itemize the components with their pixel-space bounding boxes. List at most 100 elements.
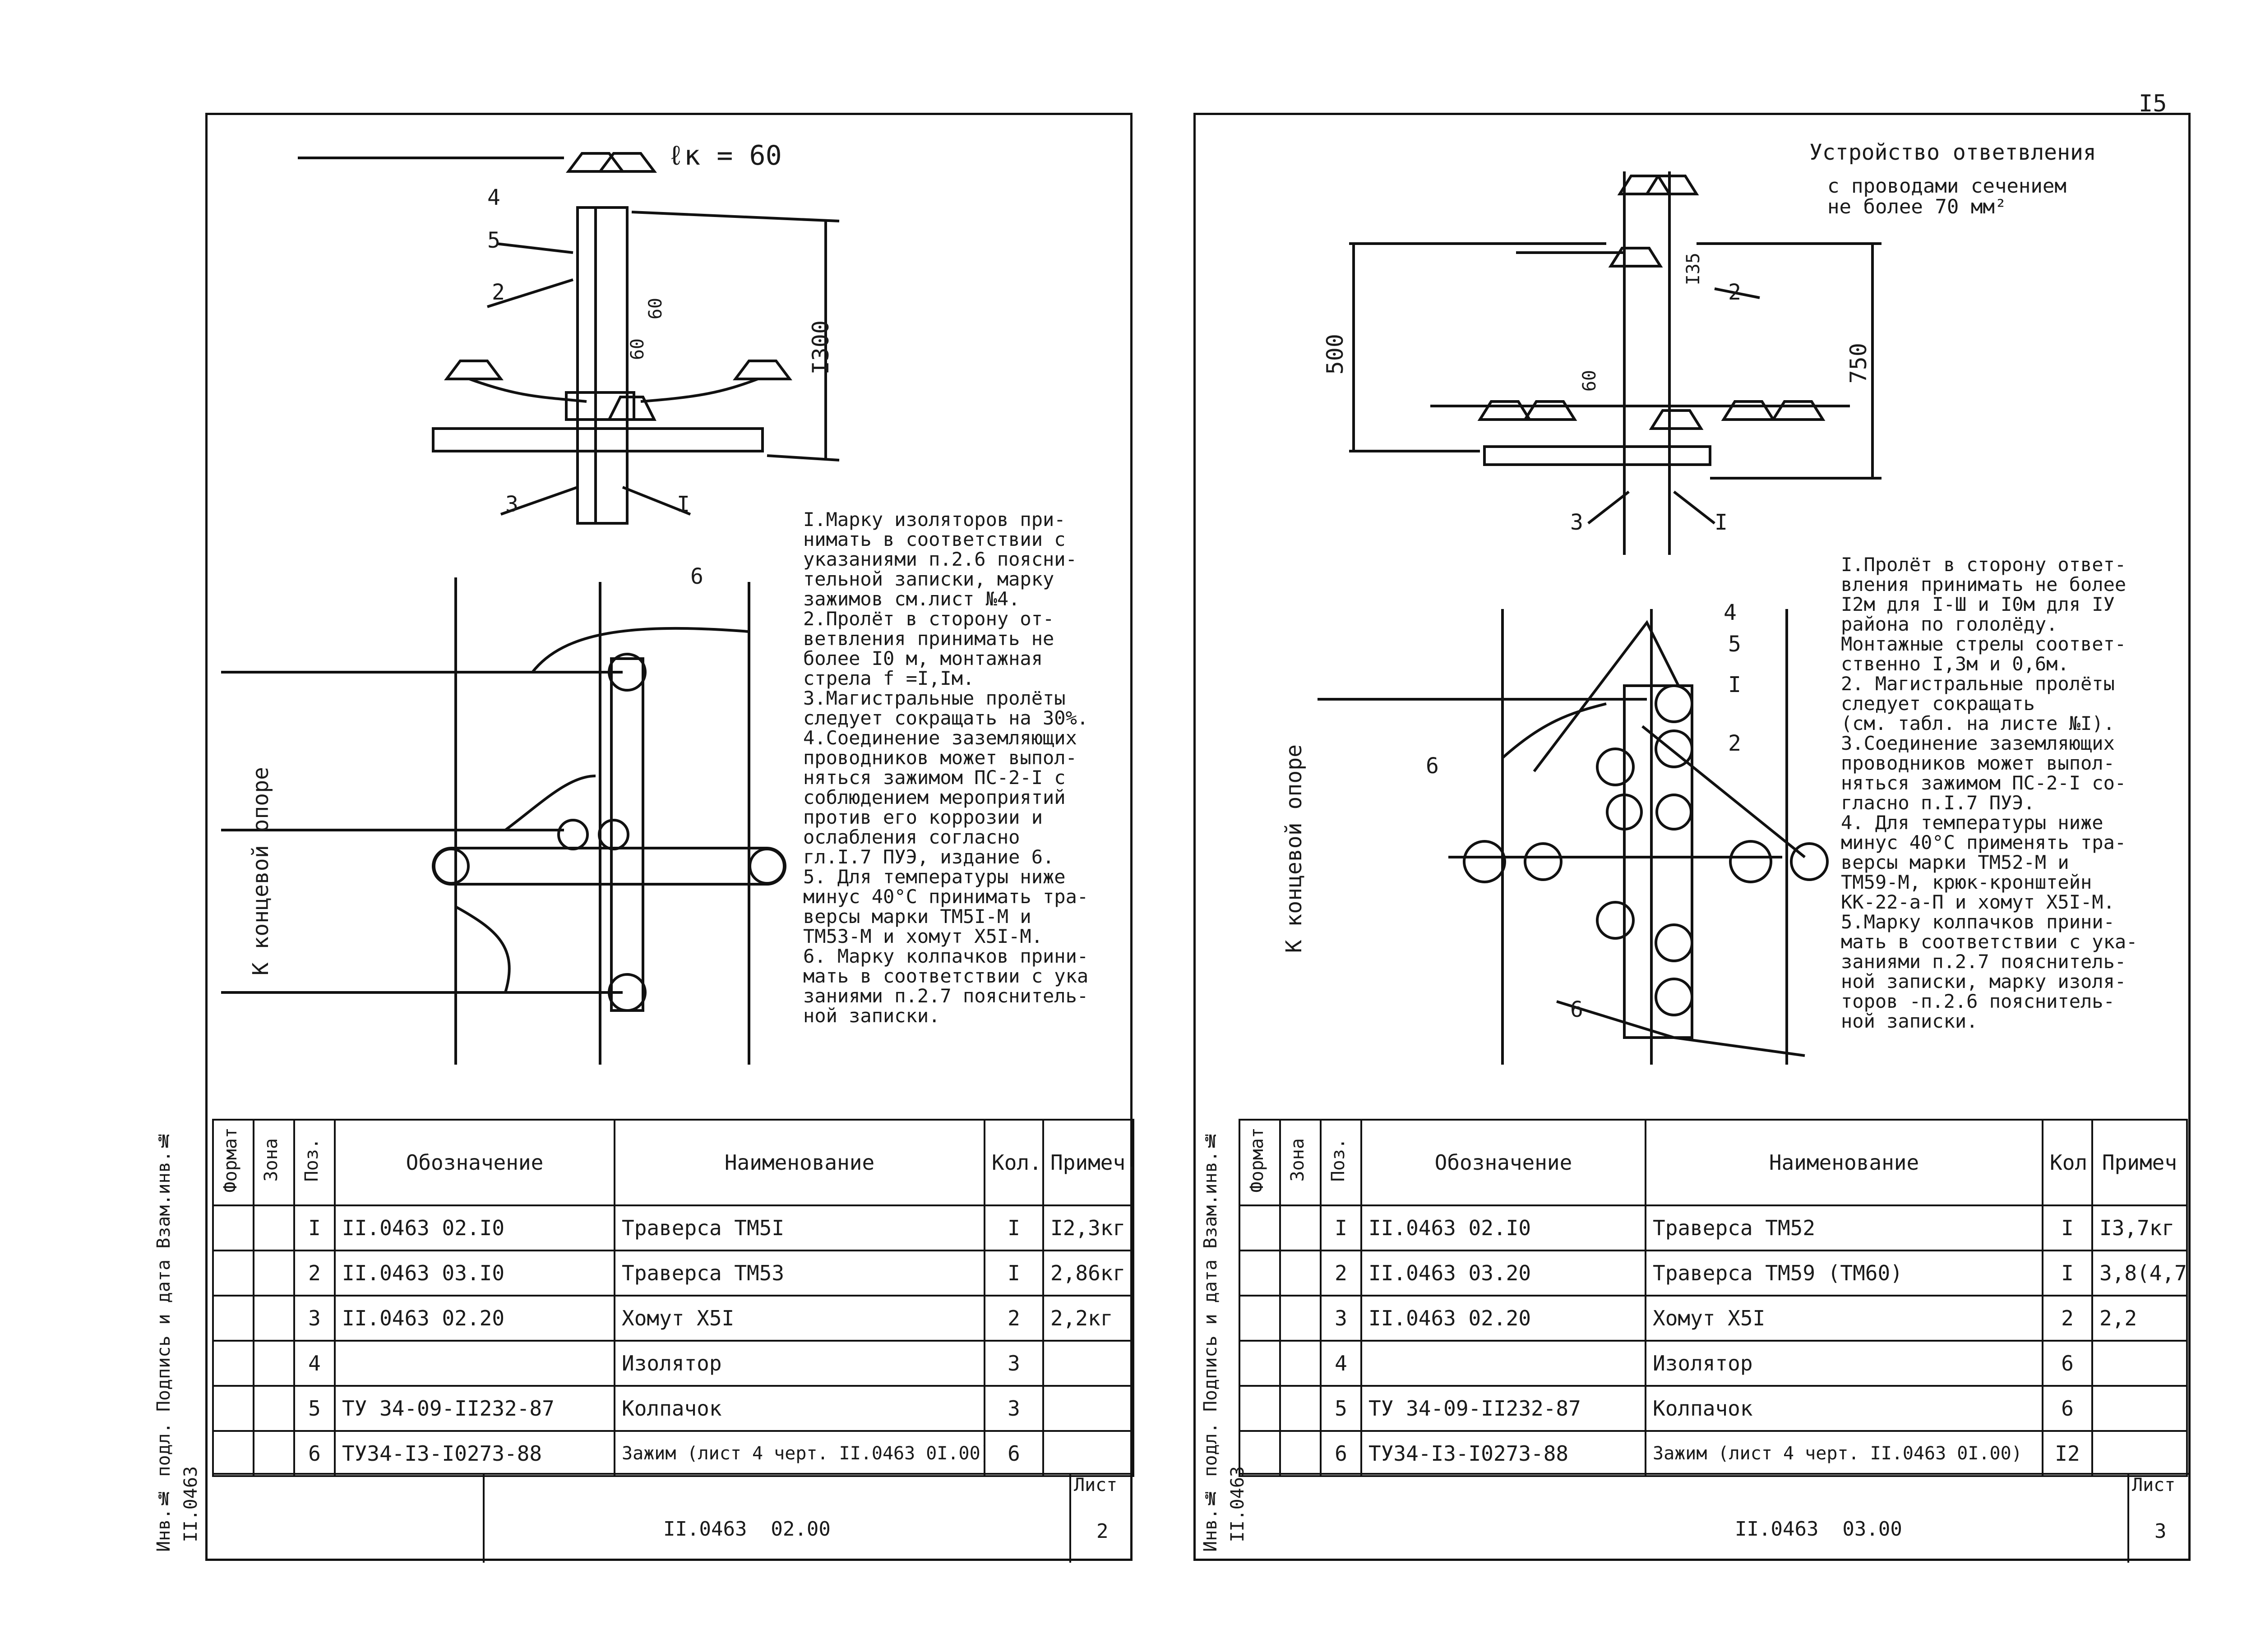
- table-header-row: Формат Зона Поз. Обозначение Наименовани…: [1239, 1119, 2188, 1206]
- right-callout-1a: I: [1715, 510, 1728, 535]
- left-sheet-frame: [205, 113, 1133, 1561]
- header-note: Примеч: [2091, 1119, 2188, 1206]
- left-callout-4: 4: [487, 185, 500, 210]
- cell-name: Зажим (лист 4 черт. II.0463 0I.00): [1645, 1430, 2043, 1477]
- cell-note: I3,7кг: [2091, 1204, 2188, 1251]
- right-callout-3: 3: [1570, 510, 1583, 535]
- right-vertical-caption: К концевой опоре: [1281, 744, 1307, 953]
- cell-pos: 6: [1320, 1430, 1362, 1477]
- cell-name: Хомут Х5I: [614, 1295, 985, 1342]
- cell-designation: II.0463 03.I0: [334, 1250, 615, 1297]
- left-callout-3: 3: [505, 492, 518, 517]
- cell-designation: ТУ 34-09-II232-87: [334, 1385, 615, 1432]
- cell-qty: 2: [2042, 1295, 2093, 1342]
- cell-designation: II.0463 02.I0: [1360, 1204, 1646, 1251]
- left-callout-2: 2: [492, 280, 505, 305]
- cell-qty: I2: [2042, 1430, 2093, 1477]
- cell-designation: [334, 1340, 615, 1387]
- header-zone: Зона: [261, 1138, 282, 1182]
- cell-name: Изолятор: [614, 1340, 985, 1387]
- cell-name: Траверса ТМ52: [1645, 1204, 2043, 1251]
- cell-qty: I: [984, 1204, 1044, 1251]
- cell-designation: II.0463 03.20: [1360, 1250, 1646, 1297]
- left-plan-view: [221, 577, 786, 1065]
- left-side-stamp-number: II.0463: [180, 1466, 201, 1542]
- right-dim-60: 60: [1579, 370, 1600, 392]
- left-lk-label: ℓк = 60: [668, 140, 782, 171]
- cell-designation: ТУ34-I3-I0273-88: [334, 1430, 615, 1477]
- right-callout-1b: I: [1728, 672, 1741, 697]
- right-callout-2b: 2: [1728, 731, 1741, 756]
- cell-note: 2,2: [2091, 1295, 2188, 1342]
- left-callout-5: 5: [487, 228, 500, 253]
- cell-name: Колпачок: [1645, 1385, 2043, 1432]
- cell-note: [2091, 1430, 2188, 1477]
- left-pole-side-view: [298, 152, 840, 525]
- right-side-stamp-number: II.0463: [1227, 1466, 1248, 1542]
- cell-note: 3,8(4,7): [2091, 1250, 2188, 1297]
- cell-pos: 2: [293, 1250, 336, 1297]
- header-designation: Обозначение: [334, 1119, 615, 1206]
- right-title-block: II.0463 03.00 Лист 3: [1239, 1473, 2191, 1563]
- left-notes: I.Марку изоляторов при- нимать в соответ…: [803, 508, 1089, 1027]
- cell-pos: 5: [1320, 1385, 1362, 1432]
- cell-qty: 3: [984, 1340, 1044, 1387]
- right-callout-5: 5: [1728, 632, 1741, 657]
- left-dim-60b: 60: [645, 298, 666, 320]
- right-dim-750: 750: [1845, 343, 1872, 384]
- cell-note: I2,3кг: [1042, 1204, 1134, 1251]
- right-dim-500: 500: [1322, 334, 1348, 375]
- cell-note: 2,2кг: [1042, 1295, 1134, 1342]
- cell-pos: I: [293, 1204, 336, 1251]
- cell-note: [2091, 1340, 2188, 1387]
- header-pos: Поз.: [1328, 1138, 1349, 1182]
- right-notes: I.Пролёт в сторону ответ- вления принима…: [1841, 554, 2138, 1032]
- cell-qty: I: [2042, 1250, 2093, 1297]
- right-sheet-number: 3: [2154, 1520, 2167, 1543]
- cell-pos: I: [1320, 1204, 1362, 1251]
- cell-name: Траверса ТМ5I: [614, 1204, 985, 1251]
- left-callout-1: I: [677, 492, 690, 517]
- header-qty: Кол.: [984, 1119, 1044, 1206]
- cell-note: [1042, 1430, 1134, 1477]
- right-sheet-label: Лист: [2132, 1475, 2176, 1495]
- left-side-stamp: Инв.№ подл. Подпись и дата Взам.инв.№: [153, 1130, 174, 1552]
- right-spec-table: Формат Зона Поз. Обозначение Наименовани…: [1239, 1119, 2188, 1477]
- cell-name: Хомут Х5I: [1645, 1295, 2043, 1342]
- cell-note: [1042, 1385, 1134, 1432]
- left-doc-number: II.0463 02.00: [663, 1518, 831, 1541]
- cell-name: Траверса ТМ59 (ТМ60): [1645, 1250, 2043, 1297]
- cell-designation: ТУ34-I3-I0273-88: [1360, 1430, 1646, 1477]
- right-callout-4: 4: [1724, 600, 1737, 625]
- cell-note: [1042, 1340, 1134, 1387]
- header-format: Формат: [220, 1127, 241, 1193]
- cell-note: 2,86кг: [1042, 1250, 1134, 1297]
- left-spec-table: Формат Зона Поз. Обозначение Наименовани…: [212, 1119, 1134, 1477]
- header-zone: Зона: [1287, 1138, 1308, 1182]
- right-pole-side-view: [1349, 171, 1882, 555]
- cell-designation: [1360, 1340, 1646, 1387]
- header-qty: Кол: [2042, 1119, 2093, 1206]
- right-doc-number: II.0463 03.00: [1735, 1518, 1902, 1541]
- cell-qty: 3: [984, 1385, 1044, 1432]
- cell-pos: 4: [1320, 1340, 1362, 1387]
- title-block-divider: [2127, 1475, 2129, 1563]
- cell-designation: II.0463 02.I0: [334, 1204, 615, 1251]
- left-dim-60a: 60: [627, 338, 648, 360]
- cell-designation: II.0463 02.20: [1360, 1295, 1646, 1342]
- cell-pos: 3: [293, 1295, 336, 1342]
- header-pos: Поз.: [301, 1138, 322, 1182]
- cell-qty: 6: [2042, 1385, 2093, 1432]
- cell-designation: ТУ 34-09-II232-87: [1360, 1385, 1646, 1432]
